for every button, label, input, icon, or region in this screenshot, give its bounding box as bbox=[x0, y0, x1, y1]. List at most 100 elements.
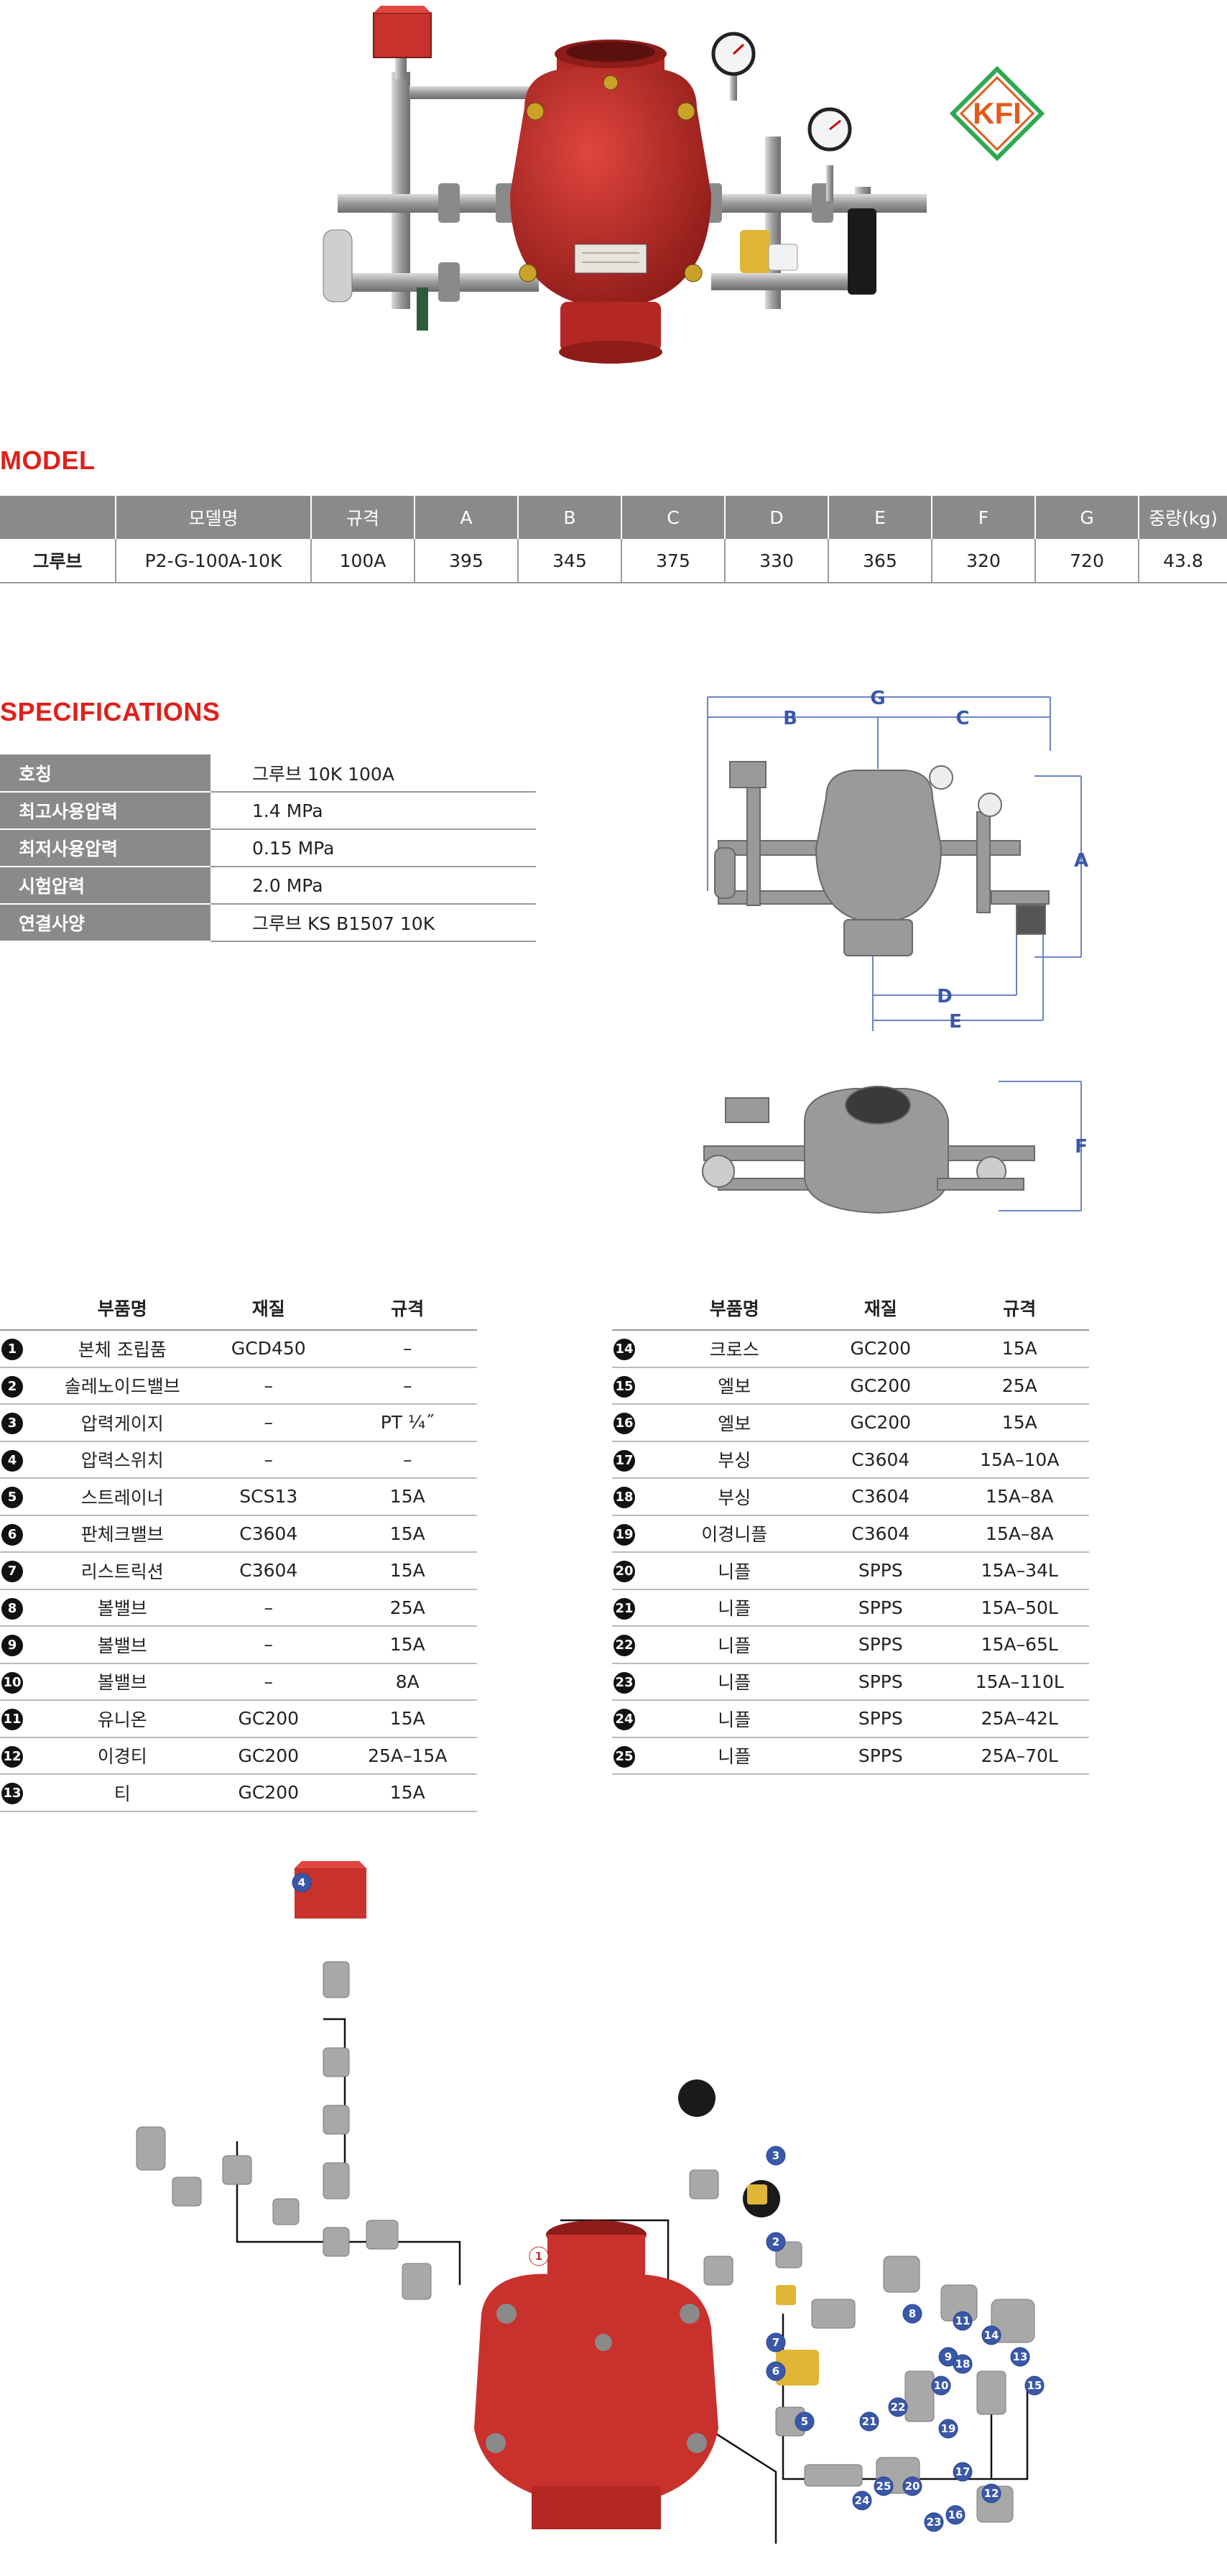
callout-label-7: 7 bbox=[772, 2336, 779, 2349]
exploded-view: 1234567891011121314151617181920212223242… bbox=[136, 1861, 1045, 2544]
part-spec: 25A–15A bbox=[338, 1737, 477, 1775]
callout-bubble-17 bbox=[953, 2462, 973, 2482]
part-number: 3 bbox=[1, 1413, 23, 1435]
parts-header: 부품명 재질 규격 bbox=[0, 1286, 477, 1331]
part-name: 솔레노이드밸브 bbox=[45, 1367, 200, 1405]
callout-bubble-13 bbox=[1010, 2347, 1030, 2367]
part-material: – bbox=[199, 1367, 338, 1405]
part-spec: 25A bbox=[338, 1589, 477, 1627]
part-spec: 8A bbox=[338, 1663, 477, 1701]
part-material: C3604 bbox=[199, 1515, 338, 1553]
part-spec: 15A bbox=[338, 1552, 477, 1590]
dim-label-c: C bbox=[955, 708, 969, 729]
cell-weight: 43.8 bbox=[1138, 539, 1227, 583]
col-header-size: 규격 bbox=[310, 496, 415, 539]
spec-value: 1.4 MPa bbox=[210, 792, 536, 830]
part-number: 2 bbox=[1, 1375, 23, 1398]
part-name: 리스트릭션 bbox=[45, 1552, 200, 1590]
part-spec: 25A–42L bbox=[950, 1700, 1089, 1738]
model-table: 모델명 규격 A B C D E F G 중량(kg) 그루브 P2-G-100… bbox=[0, 496, 1227, 583]
col-header-spec: 규격 bbox=[950, 1286, 1089, 1331]
part-name: 엘보 bbox=[657, 1367, 812, 1405]
callout-bubble-6 bbox=[766, 2361, 786, 2381]
dimension-diagram: G B C A D E F bbox=[702, 688, 1088, 1214]
col-header-material: 재질 bbox=[811, 1286, 950, 1331]
callout-bubble-20 bbox=[902, 2476, 922, 2496]
dim-label-e: E bbox=[949, 1011, 962, 1033]
col-header-f: F bbox=[931, 496, 1035, 539]
part-spec: 15A–10A bbox=[950, 1441, 1089, 1479]
col-header-a: A bbox=[414, 496, 518, 539]
cell-type: 그루브 bbox=[0, 539, 116, 583]
part-number: 16 bbox=[614, 1413, 635, 1435]
part-spec: – bbox=[338, 1367, 477, 1405]
callout-bubble-3 bbox=[766, 2146, 786, 2166]
col-header-d: D bbox=[724, 496, 828, 539]
part-name: 엘보 bbox=[657, 1404, 812, 1442]
callout-label-20: 20 bbox=[905, 2480, 920, 2493]
part-spec: 15A bbox=[338, 1700, 477, 1738]
cell-c: 375 bbox=[621, 539, 725, 583]
col-header-material: 재질 bbox=[199, 1286, 338, 1331]
part-material: GC200 bbox=[199, 1774, 338, 1812]
cell-g: 720 bbox=[1034, 539, 1139, 583]
part-number: 17 bbox=[614, 1449, 635, 1472]
cell-size: 100A bbox=[310, 539, 415, 583]
spec-key: 최고사용압력 bbox=[0, 792, 210, 830]
part-name: 부싱 bbox=[657, 1441, 812, 1479]
part-number: 9 bbox=[1, 1635, 23, 1657]
callout-label-1: 1 bbox=[535, 2250, 542, 2263]
part-number: 23 bbox=[614, 1671, 635, 1694]
part-spec: PT ¼˝ bbox=[338, 1404, 477, 1442]
part-material: GC200 bbox=[811, 1404, 950, 1442]
part-name: 티 bbox=[45, 1774, 200, 1812]
callout-bubble-16 bbox=[945, 2505, 966, 2525]
product-image bbox=[323, 6, 927, 364]
part-number: 4 bbox=[1, 1449, 23, 1472]
part-spec: 15A–8A bbox=[950, 1515, 1089, 1553]
part-name: 본체 조립품 bbox=[45, 1330, 200, 1368]
part-spec: 15A bbox=[338, 1626, 477, 1664]
callout-label-24: 24 bbox=[855, 2494, 870, 2507]
spec-value: 0.15 MPa bbox=[210, 829, 536, 867]
part-name: 니플 bbox=[657, 1737, 812, 1775]
dim-label-d: D bbox=[937, 986, 953, 1007]
cell-d: 330 bbox=[724, 539, 828, 583]
part-number: 7 bbox=[1, 1561, 23, 1583]
part-number: 13 bbox=[1, 1783, 23, 1805]
callout-label-13: 13 bbox=[1013, 2350, 1028, 2363]
callout-bubble-10 bbox=[931, 2376, 951, 2396]
cell-a: 395 bbox=[414, 539, 518, 583]
part-spec: 15A–8A bbox=[950, 1478, 1089, 1516]
part-material: – bbox=[199, 1441, 338, 1479]
cell-b: 345 bbox=[517, 539, 621, 583]
col-header-g: G bbox=[1034, 496, 1139, 539]
part-name: 압력스위치 bbox=[45, 1441, 200, 1479]
spec-value: 그루브 KS B1507 10K bbox=[210, 904, 536, 942]
part-material: SPPS bbox=[811, 1589, 950, 1627]
part-number: 22 bbox=[614, 1635, 635, 1657]
part-number: 12 bbox=[1, 1745, 23, 1768]
part-name: 볼밸브 bbox=[45, 1626, 200, 1664]
dim-label-f: F bbox=[1075, 1136, 1088, 1158]
callout-bubble-5 bbox=[795, 2411, 815, 2432]
part-name: 니플 bbox=[657, 1663, 812, 1701]
part-number: 20 bbox=[614, 1561, 635, 1583]
callout-label-16: 16 bbox=[948, 2508, 963, 2521]
callout-bubble-8 bbox=[902, 2304, 922, 2324]
